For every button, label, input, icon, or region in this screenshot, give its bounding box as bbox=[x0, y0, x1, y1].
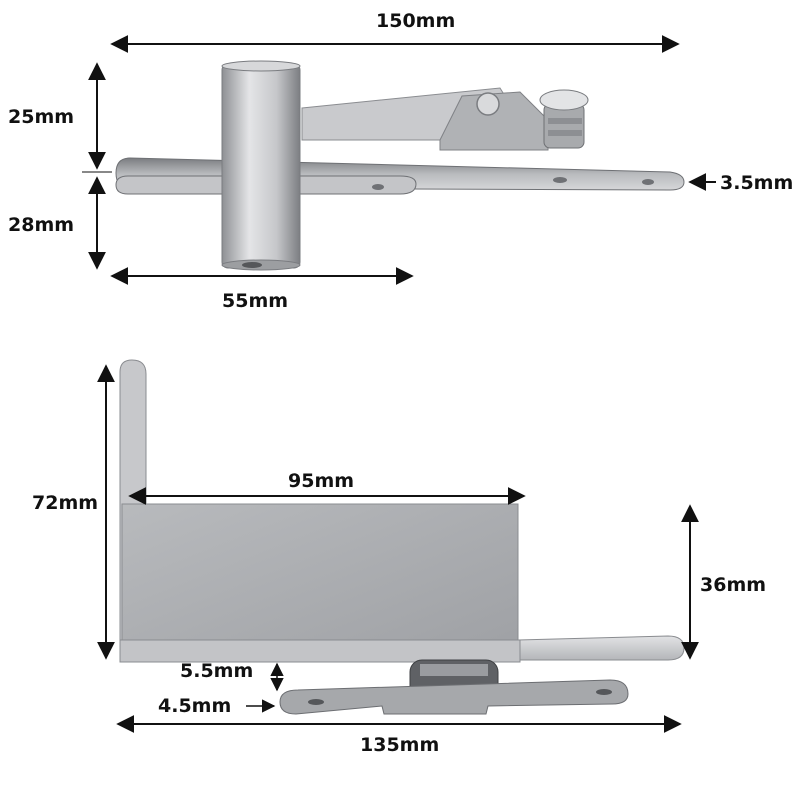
screw-thread bbox=[548, 118, 582, 124]
bottom-dimension-lines bbox=[97, 364, 699, 733]
pivot-ring bbox=[420, 664, 488, 676]
label-plate-thickness: 3.5mm bbox=[720, 172, 794, 194]
bottom-plate-hole bbox=[596, 689, 612, 695]
plate-hole bbox=[372, 184, 384, 190]
foot-plate bbox=[517, 635, 685, 661]
bracket-bottom-edge bbox=[119, 639, 521, 663]
adjust-screw-body bbox=[543, 103, 585, 149]
top-dimension-lines bbox=[82, 35, 716, 285]
bracket-face bbox=[121, 503, 519, 661]
top-hinge-drawing bbox=[115, 60, 685, 271]
plate-hole bbox=[553, 177, 567, 183]
label-gap-lower: 4.5mm bbox=[158, 695, 232, 717]
label-overall-length: 150mm bbox=[376, 10, 456, 32]
bottom-plate-hole bbox=[308, 699, 324, 705]
label-bracket-width: 95mm bbox=[288, 470, 355, 492]
cylinder-top bbox=[221, 60, 301, 72]
label-upper-height: 25mm bbox=[8, 106, 75, 128]
label-pin-plate-length: 55mm bbox=[222, 290, 289, 312]
bottom-bracket-drawing bbox=[119, 359, 685, 715]
plate-hole bbox=[642, 179, 654, 185]
label-gap-upper: 5.5mm bbox=[180, 660, 254, 682]
bottom-plate bbox=[279, 679, 629, 715]
label-lower-height: 28mm bbox=[8, 214, 75, 236]
hex-bolt bbox=[476, 92, 500, 116]
label-total-height: 72mm bbox=[32, 492, 99, 514]
label-base-length: 135mm bbox=[360, 734, 440, 756]
cylinder-bore bbox=[242, 262, 262, 268]
screw-thread bbox=[548, 130, 582, 136]
adjust-screw-head bbox=[539, 89, 589, 111]
pivot-cylinder bbox=[221, 63, 301, 269]
label-foot-height: 36mm bbox=[700, 574, 767, 596]
